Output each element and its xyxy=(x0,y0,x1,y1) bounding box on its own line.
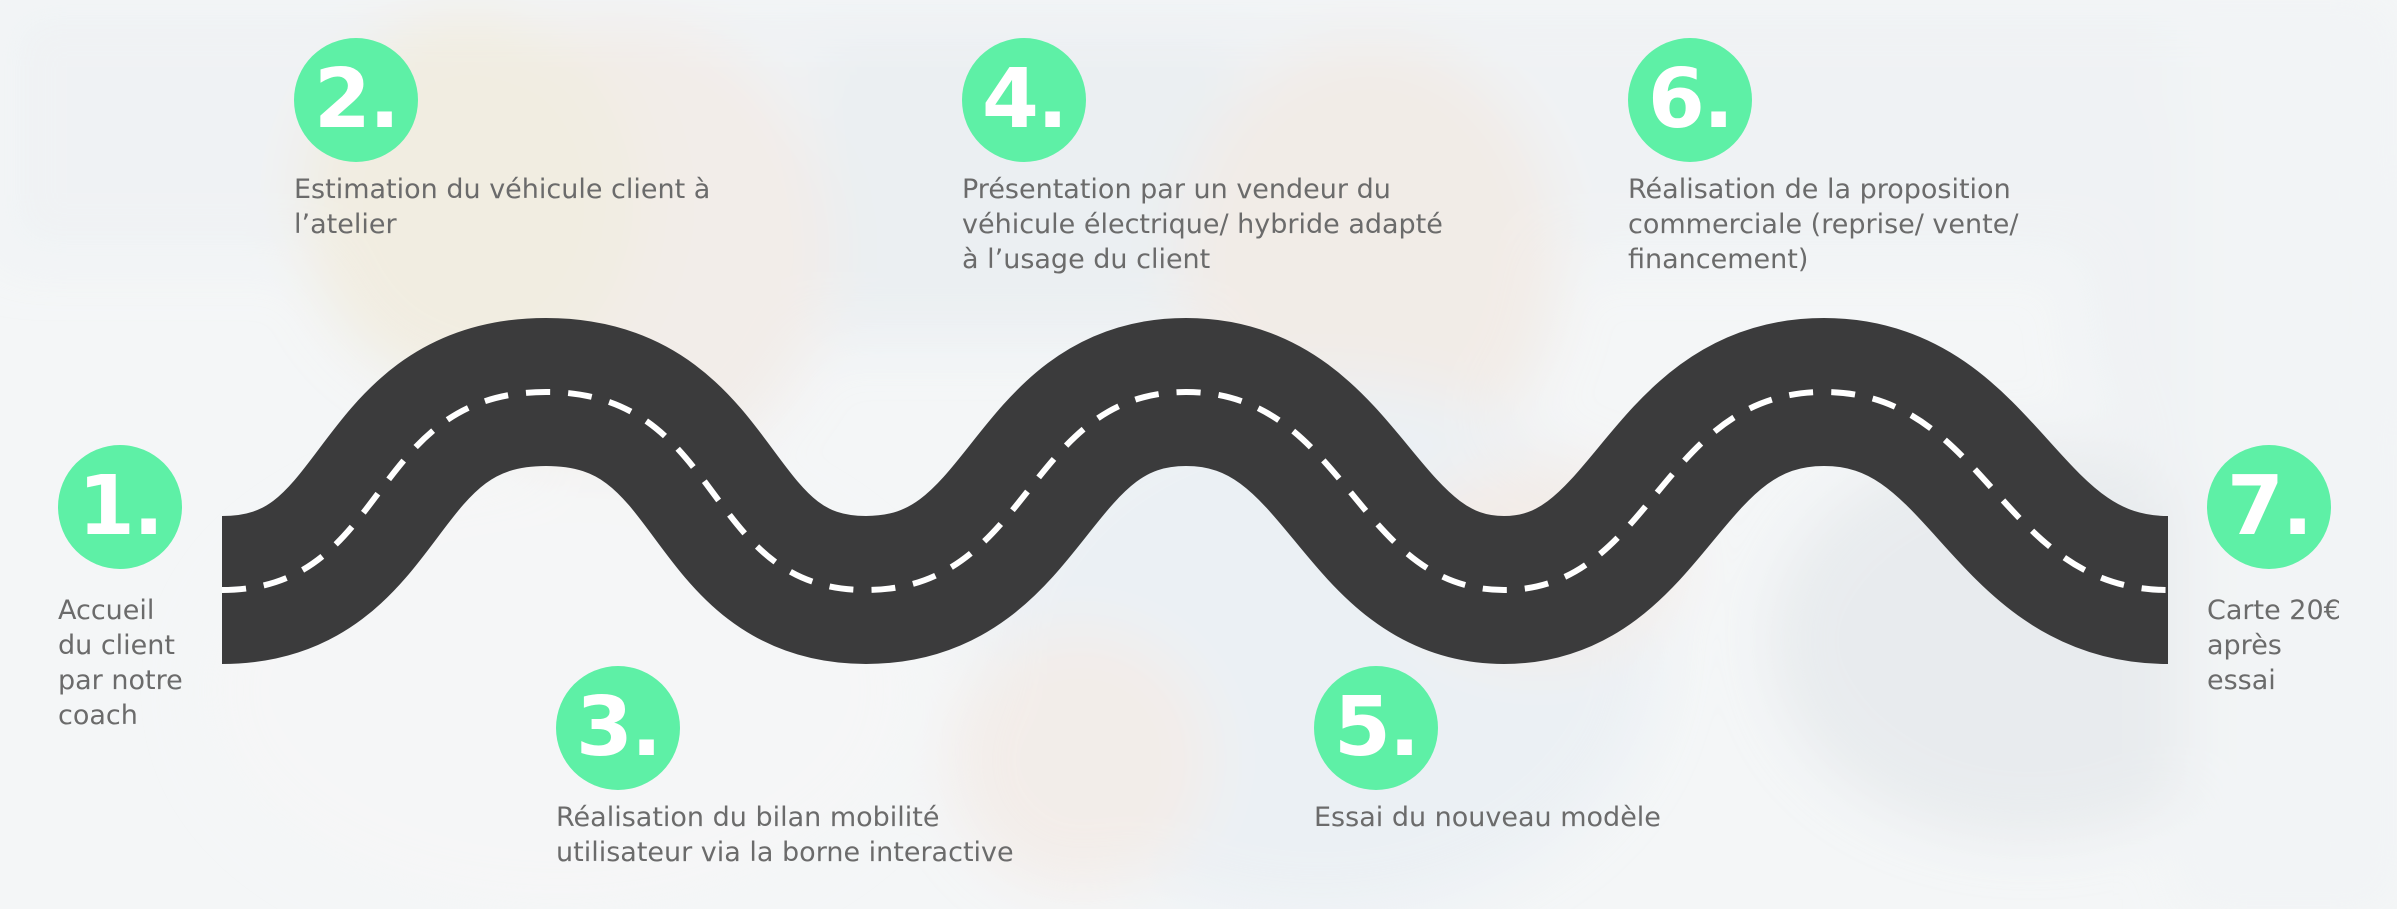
step-5: 5. Essai du nouveau modèle xyxy=(1314,666,1661,835)
step-5-description: Essai du nouveau modèle xyxy=(1314,802,1661,833)
step-2: 2. Estimation du véhicule client à l’ate… xyxy=(294,38,710,242)
step-1-description: Accueil du client par notre coach xyxy=(58,595,183,731)
step-4-number-badge: 4. xyxy=(962,38,1086,162)
step-7: 7. Carte 20€ après essai xyxy=(2207,445,2341,698)
step-4: 4. Présentation par un vendeur du véhicu… xyxy=(962,38,1443,277)
road-center-dashes xyxy=(221,388,2169,594)
step-7-number-badge: 7. xyxy=(2207,445,2331,569)
step-6: 6. Réalisation de la proposition commerc… xyxy=(1628,38,2018,277)
step-3-number-badge: 3. xyxy=(556,666,680,790)
step-2-description: Estimation du véhicule client à l’atelie… xyxy=(294,174,711,240)
step-6-description: Réalisation de la proposition commercial… xyxy=(1628,174,2019,275)
step-4-description: Présentation par un vendeur du véhicule … xyxy=(962,174,1443,275)
step-3: 3. Réalisation du bilan mobilité utilisa… xyxy=(556,666,1014,870)
step-3-description: Réalisation du bilan mobilité utilisateu… xyxy=(556,802,1014,868)
step-1-number-badge: 1. xyxy=(58,445,182,569)
step-2-number-badge: 2. xyxy=(294,38,418,162)
road-surface xyxy=(218,317,2172,665)
step-1: 1. Accueil du client par notre coach xyxy=(58,445,183,733)
step-6-number-badge: 6. xyxy=(1628,38,1752,162)
step-5-number-badge: 5. xyxy=(1314,666,1438,790)
step-7-description: Carte 20€ après essai xyxy=(2207,595,2341,696)
